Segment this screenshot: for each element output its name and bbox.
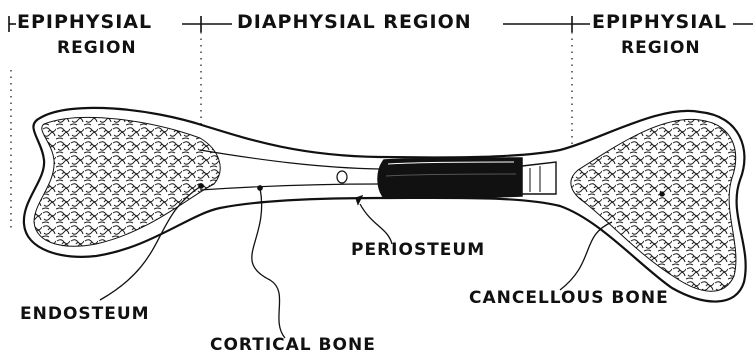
cancellous-left [34, 117, 220, 246]
diaphysial-region-label: DIAPHYSIAL REGION [237, 13, 472, 32]
right-region-label: REGION [621, 40, 701, 57]
periosteum-label: PERIOSTEUM [351, 242, 485, 259]
right-epiphysial-label: EPIPHYSIAL [592, 13, 727, 32]
cancellous-point [660, 192, 664, 196]
left-epiphysial-label: EPIPHYSIAL [17, 13, 152, 32]
endosteum-label: ENDOSTEUM [20, 306, 150, 323]
cancellous-bone-label: CANCELLOUS BONE [469, 290, 669, 307]
periosteum-arrow [356, 196, 362, 204]
periosteum-leader [360, 204, 392, 244]
left-region-label: REGION [57, 40, 137, 57]
cortical-bone-leader [252, 188, 285, 338]
periosteum-sleeve [378, 158, 522, 198]
cortical-bone-label: CORTICAL BONE [210, 337, 376, 354]
